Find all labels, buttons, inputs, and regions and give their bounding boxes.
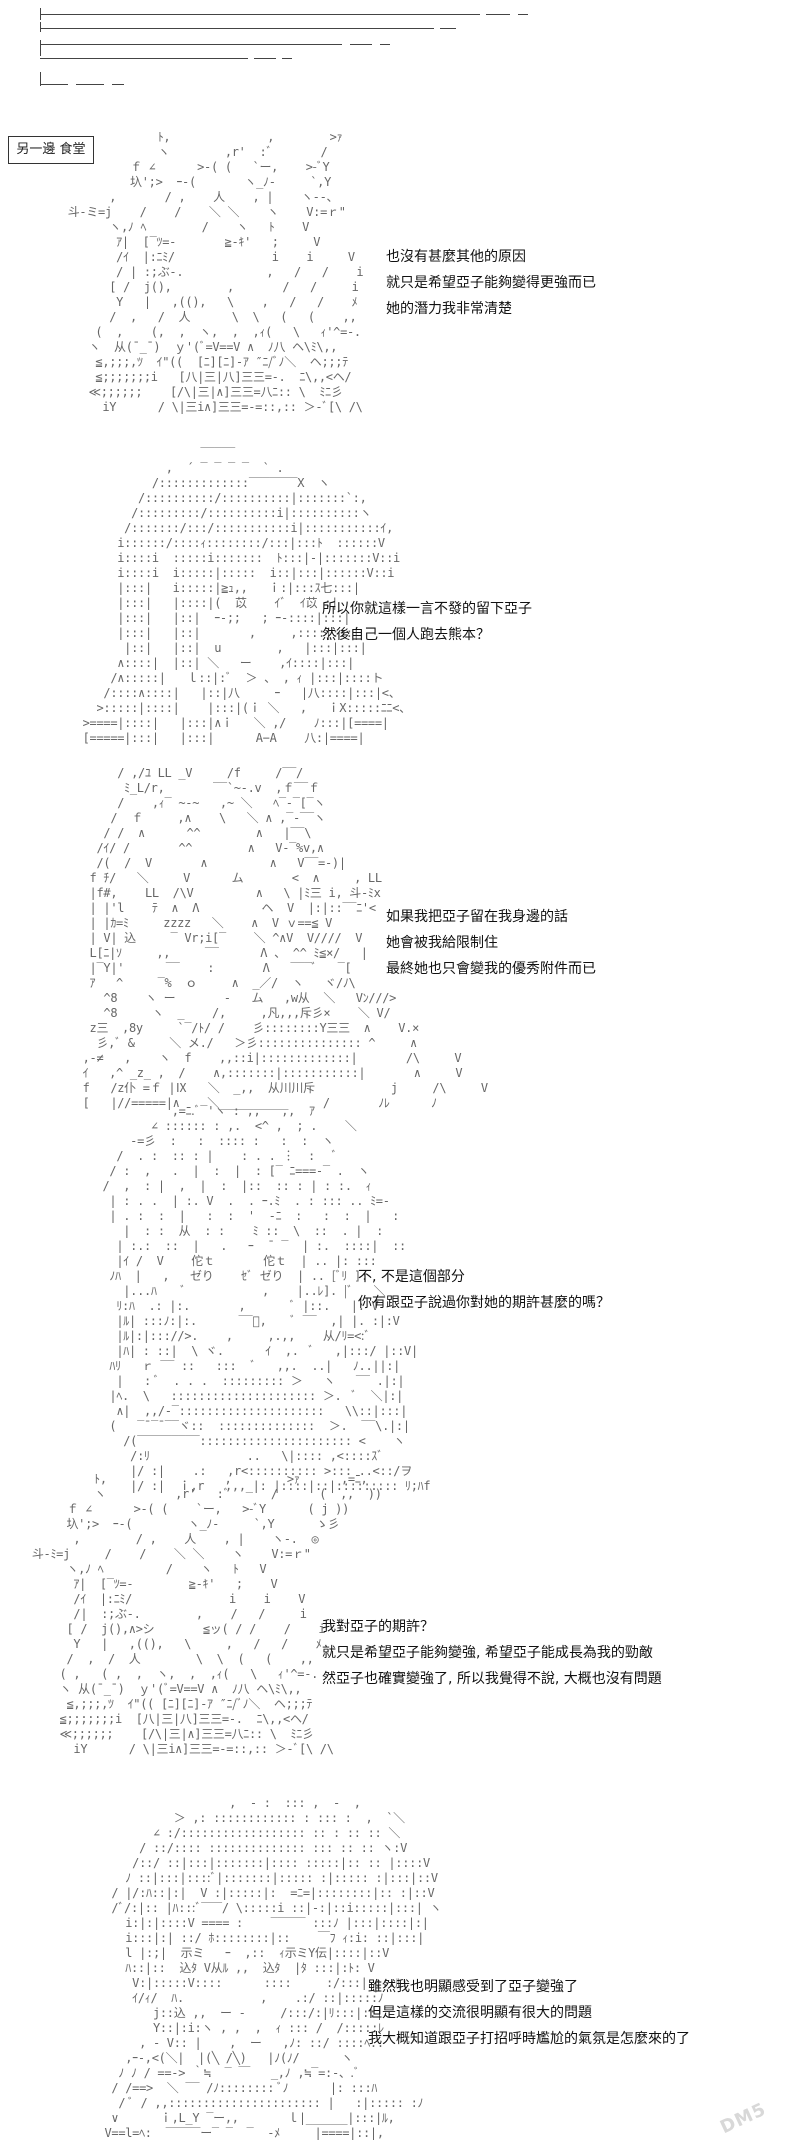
character-art-6: , - : ::: , - , ＞ ,: :::::::::::: : ::: … [104, 1796, 442, 2140]
dialog-3: 如果我把亞子留在我身邊的話 她會被我給限制住 最終她也只會變我的優秀附件而已 [386, 904, 596, 982]
top-rule-4 [40, 58, 248, 59]
top-rule-4b [254, 58, 276, 59]
top-rule-3c [380, 44, 390, 45]
dialog-line: 然亞子也確實變強了, 所以我覺得不說, 大概也沒有問題 [322, 1671, 662, 1687]
top-rule-5c [112, 84, 124, 85]
location-label: 另一邊 食堂 [8, 136, 94, 164]
watermark-logo: DM5 [716, 2098, 770, 2139]
dialog-5: 我對亞子的期許？ 就只是希望亞子能夠變強, 希望亞子能成長為我的勁敵 然亞子也確… [322, 1614, 662, 1692]
dialog-line: 我對亞子的期許？ [322, 1619, 434, 1635]
top-rule-tick-3 [40, 40, 41, 56]
top-rule-tick-2 [40, 22, 41, 32]
top-rule-5 [40, 84, 68, 85]
character-art-1: ﾄ, , >ｧ ヽ ,r' :ﾞ / ｆ ∠ >-( ( `ー, >-ﾞY 圦'… [67, 130, 364, 414]
dialog-line: 也沒有甚麼其他的原因 [386, 249, 526, 265]
dialog-line: 最終她也只會變我的優秀附件而已 [386, 961, 596, 977]
top-rule-1 [40, 14, 480, 15]
dialog-line: 所以你就這樣一言不發的留下亞子 [322, 601, 532, 617]
top-rule-tick-4 [40, 72, 41, 86]
dialog-2: 所以你就這樣一言不發的留下亞子 然後自己一個人跑去熊本？ [322, 596, 532, 648]
dialog-line: 我大概知道跟亞子打招呼時尷尬的氣氛是怎麼來的了 [368, 2031, 690, 2047]
top-rule-3 [40, 44, 342, 45]
dialog-line: 如果我把亞子留在我身邊的話 [386, 909, 568, 925]
dialog-line: 然後自己一個人跑去熊本？ [322, 627, 490, 643]
dialog-line: 你有跟亞子說過你對她的期許甚麼的嗎？ [358, 1295, 610, 1311]
dialog-line: 就只是希望亞子能夠變強, 希望亞子能成長為我的勁敵 [322, 1645, 653, 1661]
top-rule-1c [518, 14, 528, 15]
dialog-line: 她會被我給限制住 [386, 935, 498, 951]
top-rule-2b [440, 28, 456, 29]
top-rule-5b [76, 84, 104, 85]
character-art-4: ,=ﾆ.ﾞ‾'ヽ : ,, ,, ｱ ∠ :::::: : ,. <^ , ; … [102, 1104, 431, 1493]
top-rule-1b [486, 14, 510, 15]
dialog-1: 也沒有甚麼其他的原因 就只是希望亞子能夠變得更強而已 她的潛力我非常清楚 [386, 244, 596, 322]
top-rule-3b [350, 44, 372, 45]
character-art-2: ‾‾‾‾‾ , ´ ‾ ‾ ‾ ‾ ` . /:::::::::::::‾‾‾‾… [82, 446, 412, 745]
dialog-6: 雖然我也明顯感受到了亞子變強了 但是這樣的交流很明顯有很大的問題 我大概知道跟亞… [368, 1974, 690, 2052]
dialog-4: 不, 不是這個部分 你有跟亞子說過你對她的期許甚麼的嗎？ [358, 1264, 610, 1316]
dialog-line: 就只是希望亞子能夠變得更強而已 [386, 275, 596, 291]
dialog-line: 她的潛力我非常清楚 [386, 301, 512, 317]
dialog-line: 但是這樣的交流很明顯有很大的問題 [368, 2005, 592, 2021]
dialog-line: 雖然我也明顯感受到了亞子變強了 [368, 1979, 578, 1995]
character-art-3: / ,/ﾕ LL _V /f /‾‾/ ﾐ_L/r, ‾‾`~-.v ,ｆ‾‾ｆ… [82, 766, 489, 1110]
top-rule-2 [40, 28, 434, 29]
dialog-line: 不, 不是這個部分 [358, 1269, 465, 1285]
top-rule-4c [282, 58, 292, 59]
character-art-5: ﾄ, , >ｧ ,=ﾆ, ヽ ,r' :ﾞ / ( ,, )) ｆ ∠ >-( … [31, 1472, 382, 1756]
